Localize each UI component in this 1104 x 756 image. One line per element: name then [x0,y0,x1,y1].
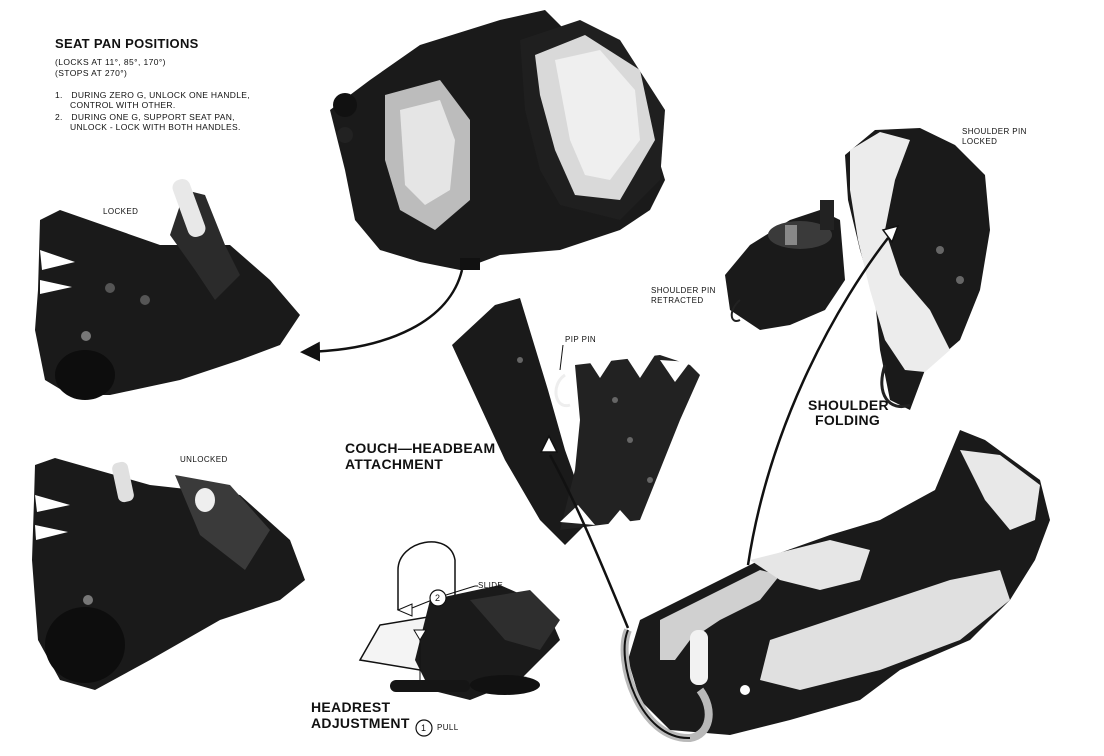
shoulder-pin-locked-illustration [845,128,990,410]
couch-headbeam-heading-line1: COUCH—HEADBEAM [345,440,496,456]
seat-pan-rotated-illustration [330,10,665,270]
shoulder-folding-heading-line1: SHOULDER [808,397,889,413]
seat-pan-instruction-2-continued: UNLOCK - LOCK WITH BOTH HANDLES. [70,122,241,132]
seat-pan-instruction-2: 2. DURING ONE G, SUPPORT SEAT PAN, [55,112,235,122]
step-1-number: 1 [421,723,427,733]
couch-headbeam-illustration [452,298,700,545]
slide-label: SLIDE [478,581,504,590]
shoulder-pin-retracted-illustration [725,200,845,330]
couch-headbeam-arrow [548,454,630,629]
instruction-text: DURING ZERO G, UNLOCK ONE HANDLE, [71,90,250,100]
step-2-callout [429,585,476,607]
headrest-heading-line2: ADJUSTMENT [311,715,410,731]
shoulder-pin-locked-label-line1: SHOULDER PIN [962,127,1027,136]
pip-pin-leader [559,344,564,371]
couch-headbeam-heading-line2: ATTACHMENT [345,456,444,472]
seat-pan-instruction-1-continued: CONTROL WITH OTHER. [70,100,176,110]
shoulder-pin-locked-label-line2: LOCKED [962,137,998,146]
seat-pan-stops-note: (STOPS AT 270°) [55,68,128,78]
locked-label: LOCKED [103,207,139,216]
shoulder-pin-retracted-label-line2: RETRACTED [651,296,704,305]
seat-pan-unlocked-illustration [32,458,305,690]
pip-pin-label: PIP PIN [565,335,597,344]
instruction-text: DURING ONE G, SUPPORT SEAT PAN, [71,112,235,122]
seat-pan-locks-note: (LOCKS AT 11°, 85°, 170°) [55,57,166,67]
seat-pan-locked-illustration [35,178,300,400]
shoulder-folding-arrow [746,237,889,566]
instruction-number: 2. [55,112,63,122]
couch-illustration [620,430,1050,743]
step-2-number: 2 [435,593,441,603]
seat-pan-title: SEAT PAN POSITIONS [55,36,199,51]
seat-pan-instruction-1: 1. DURING ZERO G, UNLOCK ONE HANDLE, [55,90,250,100]
shoulder-folding-heading-line2: FOLDING [815,412,881,428]
instruction-number: 1. [55,90,63,100]
step-1-callout [415,719,433,737]
headrest-illustration [358,541,560,700]
unlocked-label: UNLOCKED [180,455,228,464]
headrest-heading-line1: HEADREST [311,699,391,715]
shoulder-pin-retracted-label-line1: SHOULDER PIN [651,286,716,295]
seat-pan-transition-arrow [300,269,464,362]
pull-label: PULL [437,723,459,732]
